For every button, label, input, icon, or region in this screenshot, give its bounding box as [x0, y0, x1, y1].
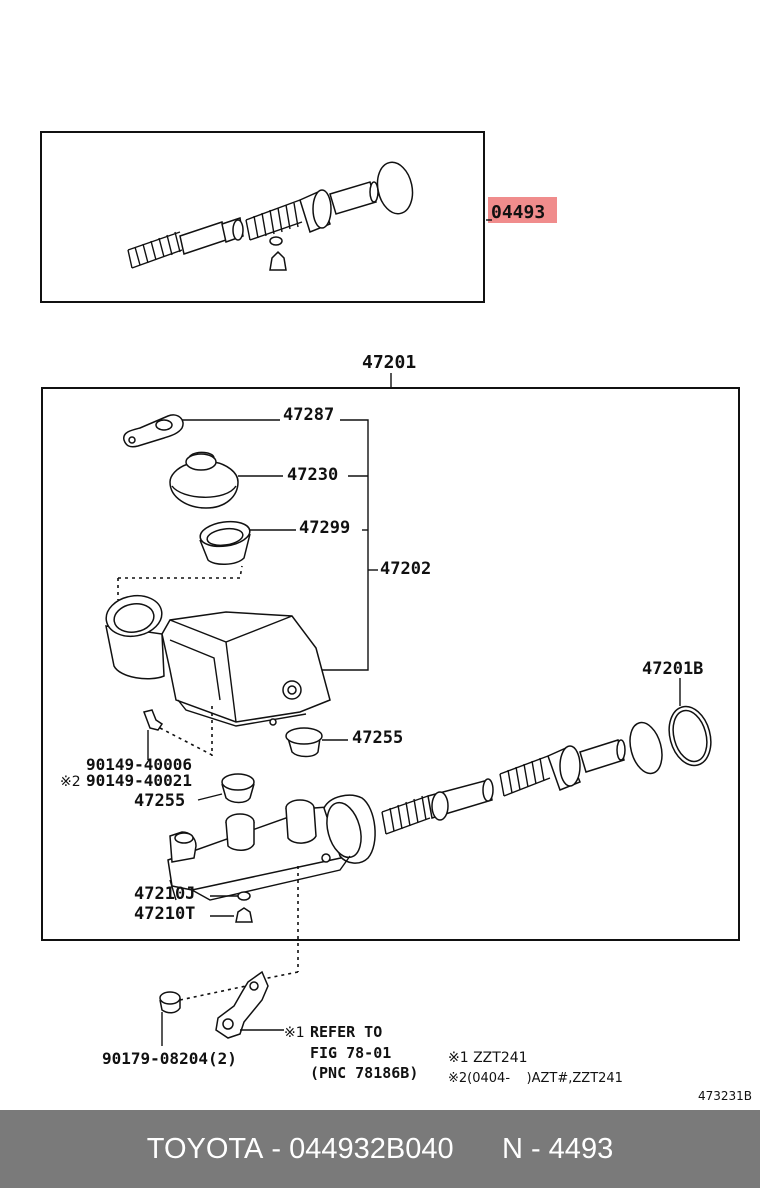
footer-bar: TOYOTA - 044932B040 N - 4493 [0, 1110, 760, 1188]
refer-mark-1: ※1 [284, 1025, 305, 1041]
callout-47210j: 47210J [134, 884, 195, 904]
cap-47230: 47230 [169, 451, 338, 509]
screw-90149: 90149-40006 ※2 90149-40021 [60, 709, 215, 790]
note-2: ※2(0404- )AZT#,ZZT241 [448, 1071, 623, 1086]
master-cylinder-body [167, 706, 376, 901]
kit-part-number: 04493 [491, 202, 545, 223]
callout-47230: 47230 [287, 465, 338, 485]
footer-ref: N - 4493 [501, 1132, 614, 1165]
refer-line-2: FIG 78-01 [310, 1044, 391, 1062]
assembly-box: 47201 [41, 352, 740, 941]
piston-assembly [381, 739, 626, 835]
callout-47255-upper: 47255 [352, 728, 403, 748]
footer-brand: TOYOTA [146, 1132, 264, 1165]
note-mark-2: ※2 [60, 774, 81, 790]
grommet-47255-upper: 47255 [285, 727, 403, 758]
callout-47210t: 47210T [134, 904, 195, 924]
parts-diagram: 04493 47201 47287 47230 47299 47202 [40, 131, 752, 1103]
callout-90179: 90179-08204(2) [102, 1049, 237, 1068]
refer-line-1: REFER TO [310, 1023, 382, 1041]
strainer-47299: 47299 [199, 518, 350, 565]
refer-note: ※1 REFER TO FIG 78-01 (PNC 78186B) [284, 1023, 418, 1082]
note-1: ※1 ZZT241 [448, 1050, 528, 1066]
o-ring-47201b: 47201B [629, 659, 712, 775]
callout-47287: 47287 [283, 405, 334, 425]
kit-box: 04493 [40, 131, 557, 303]
footer-separator: - [263, 1132, 290, 1165]
callout-47201b: 47201B [642, 659, 703, 679]
callout-47255-lower: 47255 [134, 791, 185, 811]
reservoir-tank-47202 [105, 565, 331, 727]
bracket-and-bolt: 90179-08204(2) [102, 866, 299, 1068]
figure-code: 473231B [698, 1089, 752, 1103]
gasket-47287: 47287 [123, 405, 334, 448]
applicability-notes: ※1 ZZT241 ※2(0404- )AZT#,ZZT241 473231B [448, 1050, 752, 1103]
callout-90149-40006: 90149-40006 [86, 755, 192, 774]
callout-47202: 47202 [380, 559, 431, 579]
bracket-47202: 47202 [318, 419, 431, 671]
union-47210: 47210J 47210T [134, 884, 253, 924]
callout-47299: 47299 [299, 518, 350, 538]
assembly-callout: 47201 [362, 352, 416, 373]
refer-line-3: (PNC 78186B) [310, 1064, 418, 1082]
grommet-47255-lower: 47255 [134, 773, 255, 811]
callout-90149-40021: 90149-40021 [86, 771, 192, 790]
footer-part-number: 044932B040 [289, 1132, 454, 1165]
footer-gap [454, 1133, 502, 1166]
